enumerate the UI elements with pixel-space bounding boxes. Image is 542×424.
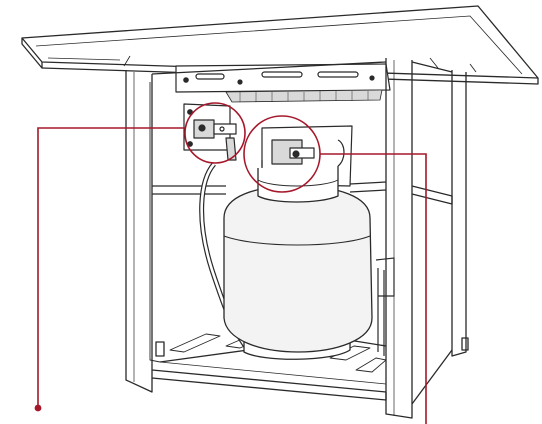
- callout-tank-valve: [243, 115, 427, 424]
- callout-dot: [34, 404, 42, 412]
- table-top: [21, 5, 539, 85]
- callout-regulator: [34, 102, 246, 412]
- cabinet-frame: [125, 58, 469, 419]
- hose-clamp: [375, 257, 395, 356]
- burner-bracket: [175, 63, 391, 103]
- propane-tank: [223, 166, 373, 360]
